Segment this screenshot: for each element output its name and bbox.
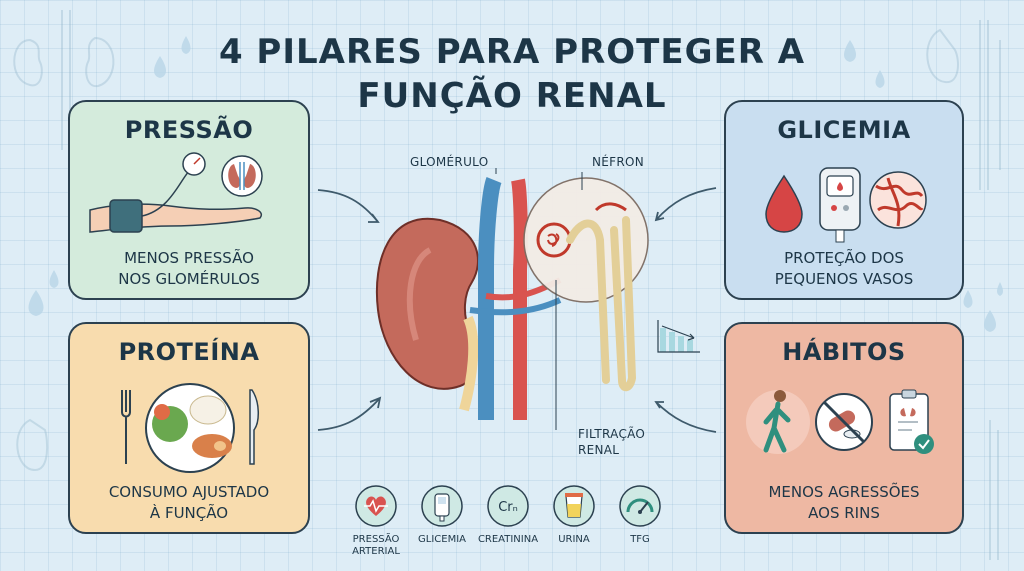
glucometer-icon xyxy=(421,485,463,527)
test-glicemia: GLICEMIA xyxy=(404,484,480,546)
kidney-anatomy-illustration xyxy=(375,168,649,430)
test-pressao-arterial: PRESSÃO ARTERIAL xyxy=(338,484,414,558)
panel-glicemia: GLICEMIA PROTEÇÃO DOS PEQUENOS VASOS xyxy=(724,100,964,300)
test-label: URINA xyxy=(558,534,590,545)
glucometer-icon xyxy=(819,167,861,243)
panel-habitos-desc-line2: AOS RINS xyxy=(808,504,880,522)
blood-vessels-icon xyxy=(869,171,927,229)
arm-with-cuff-icon xyxy=(89,169,262,233)
label-filtracao-line1: FILTRAÇÃO xyxy=(578,427,646,441)
page-title-text: 4 PILARES PARA PROTEGER A FUNÇÃO RENAL xyxy=(218,32,806,116)
nephron-circle-icon xyxy=(523,177,649,392)
panel-glicemia-desc-line1: PROTEÇÃO DOS xyxy=(784,249,904,267)
leader-lines xyxy=(495,168,583,430)
test-label-line2: ARTERIAL xyxy=(352,546,400,557)
panel-habitos: HÁBITOS MENOS AGRESS xyxy=(724,322,964,534)
panel-proteina-title: PROTEÍNA xyxy=(118,338,260,366)
walking-person-icon xyxy=(746,390,810,454)
tests-row: PRESSÃO ARTERIAL GLICEMIA Crₙ CREATININA xyxy=(338,484,678,564)
knife-icon xyxy=(249,389,259,465)
kidney-icon xyxy=(375,217,479,412)
panel-glicemia-title: GLICEMIA xyxy=(777,116,911,144)
panel-pressao-desc: MENOS PRESSÃO NOS GLOMÉRULOS xyxy=(70,248,308,290)
blood-pressure-illustration xyxy=(89,152,263,233)
test-creatinina: Crₙ CREATININA xyxy=(470,484,546,546)
plate-icon xyxy=(145,383,235,473)
panel-habitos-title: HÁBITOS xyxy=(782,338,906,366)
label-glomerulo: GLOMÉRULO xyxy=(410,155,489,169)
panel-pressao-title: PRESSÃO xyxy=(124,116,254,144)
no-pills-icon xyxy=(815,393,873,451)
fork-icon xyxy=(121,390,131,464)
label-nefron: NÉFRON xyxy=(592,155,645,169)
clipboard-check-icon xyxy=(889,389,934,454)
panel-glicemia-desc-line2: PEQUENOS VASOS xyxy=(774,270,914,288)
blood-drop-icon xyxy=(765,174,803,233)
panel-proteina-desc-line1: CONSUMO AJUSTADO xyxy=(108,483,270,501)
panel-glicemia-desc: PROTEÇÃO DOS PEQUENOS VASOS xyxy=(726,248,962,290)
urine-cup-icon xyxy=(553,485,595,527)
habits-illustration xyxy=(746,389,934,454)
panel-proteina-desc-line2: À FUNÇÃO xyxy=(149,504,229,522)
heart-pulse-icon xyxy=(355,485,397,527)
page-title: 4 PILARES PARA PROTEGER A FUNÇÃO RENAL xyxy=(180,30,844,118)
label-filtracao-line2: RENAL xyxy=(578,443,620,457)
gauge-icon xyxy=(619,485,661,527)
declining-bars-icon xyxy=(657,320,700,353)
test-label: TFG xyxy=(630,534,650,545)
test-label-line1: PRESSÃO xyxy=(352,534,400,545)
kidney-circle-icon xyxy=(221,155,263,197)
gauge-icon xyxy=(182,152,206,176)
panel-pressao-desc-line1: MENOS PRESSÃO xyxy=(124,249,254,267)
plate-illustration xyxy=(121,383,259,473)
test-label: CREATININA xyxy=(477,534,539,545)
panel-proteina-desc: CONSUMO AJUSTADO À FUNÇÃO xyxy=(70,482,308,524)
test-label: PRESSÃO ARTERIAL xyxy=(338,534,414,558)
label-filtracao: FILTRAÇÃO RENAL xyxy=(578,426,668,458)
test-urina: URINA xyxy=(536,484,612,546)
creatinine-glyph: Crₙ xyxy=(498,500,518,515)
panel-proteina: PROTEÍNA CONSUMO AJUSTADO À FUNÇÃO xyxy=(68,322,310,534)
test-tfg: TFG xyxy=(602,484,678,546)
creatinine-icon: Crₙ xyxy=(487,485,529,527)
panel-pressao-desc-line2: NOS GLOMÉRULOS xyxy=(118,270,260,288)
test-label: GLICEMIA xyxy=(418,534,466,545)
panel-habitos-desc: MENOS AGRESSÕES AOS RINS xyxy=(726,482,962,524)
glycemia-illustration xyxy=(765,167,927,243)
panel-pressao: PRESSÃO MENOS PRESSÃO NOS GLOMÉRULOS xyxy=(68,100,310,300)
panel-habitos-desc-line1: MENOS AGRESSÕES xyxy=(768,483,920,501)
